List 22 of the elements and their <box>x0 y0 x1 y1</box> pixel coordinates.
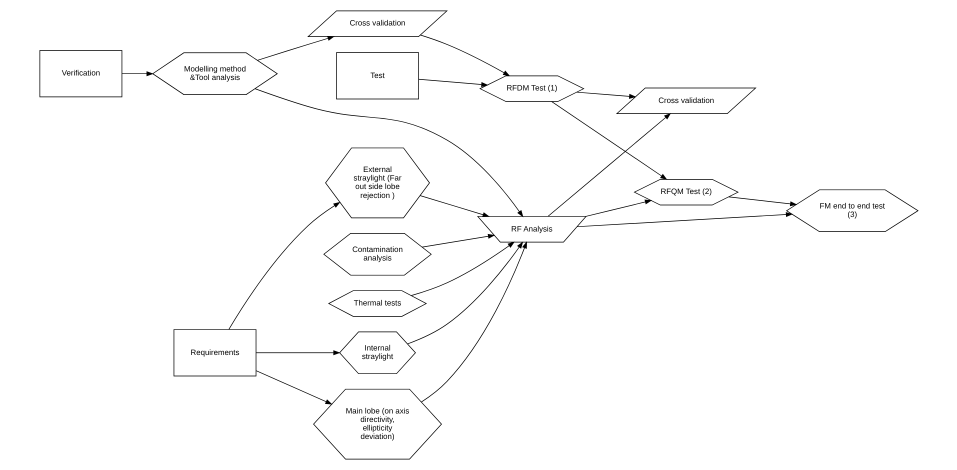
arrow <box>728 196 797 206</box>
arrow <box>410 242 514 296</box>
arrow <box>419 195 490 218</box>
arrow <box>254 88 523 218</box>
arrow <box>419 34 510 76</box>
arrow <box>406 241 523 344</box>
arrow <box>228 202 340 330</box>
arrow <box>121 71 154 76</box>
arrow <box>547 113 671 217</box>
arrow <box>550 101 667 180</box>
arrow <box>420 241 526 402</box>
arrow <box>255 350 340 356</box>
arrow <box>584 200 652 217</box>
arrow <box>576 92 636 99</box>
node-box: Requirements <box>173 329 256 376</box>
node-box: Verification <box>39 50 122 98</box>
arrow <box>421 234 495 248</box>
node-box: Test <box>336 52 418 100</box>
arrow <box>255 370 332 405</box>
arrow <box>418 78 488 87</box>
arrow <box>576 212 793 228</box>
arrow <box>256 36 334 61</box>
